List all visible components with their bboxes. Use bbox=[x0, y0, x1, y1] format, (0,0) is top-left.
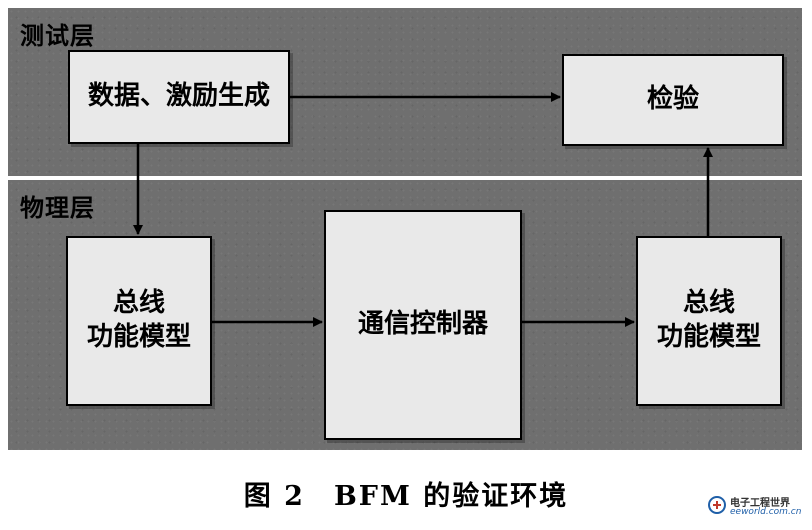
data-stimulus-generation-box: 数据、激励生成 bbox=[68, 50, 290, 144]
bus-functional-model-left-line1: 总线 bbox=[112, 288, 165, 319]
check-box: 检验 bbox=[562, 54, 784, 146]
test-layer-label: 测试层 bbox=[20, 22, 95, 50]
eeworld-logo-icon bbox=[708, 496, 726, 514]
communication-controller-label: 通信控制器 bbox=[357, 309, 488, 340]
communication-controller-box: 通信控制器 bbox=[324, 210, 522, 440]
watermark: 电子工程世界 eeworld.com.cn bbox=[708, 494, 804, 524]
bus-functional-model-right-line2: 功能模型 bbox=[656, 322, 761, 352]
check-label: 检验 bbox=[646, 84, 699, 115]
data-stimulus-generation-label: 数据、激励生成 bbox=[87, 81, 270, 112]
bus-functional-model-left-line2: 功能模型 bbox=[86, 322, 191, 352]
watermark-sub-text: eeworld.com.cn bbox=[730, 507, 802, 517]
watermark-main-text: 电子工程世界 bbox=[730, 498, 790, 509]
physical-layer-label: 物理层 bbox=[20, 194, 95, 222]
figure-caption: 图 2 BFM 的验证环境 bbox=[243, 481, 569, 512]
bus-functional-model-left-box: 总线 功能模型 bbox=[66, 236, 212, 406]
bus-functional-model-right-line1: 总线 bbox=[682, 288, 735, 319]
bus-functional-model-right-box: 总线 功能模型 bbox=[636, 236, 782, 406]
